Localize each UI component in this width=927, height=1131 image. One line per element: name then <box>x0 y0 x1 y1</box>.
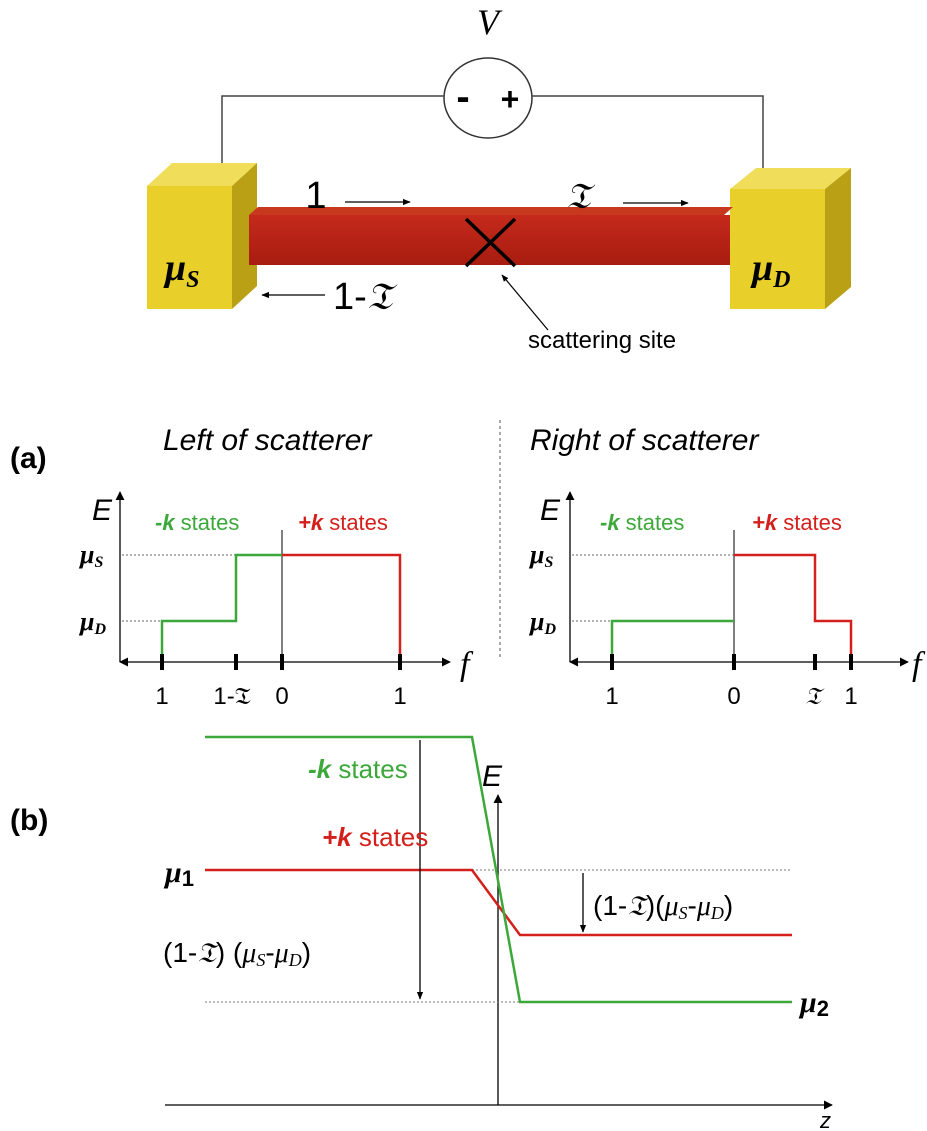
scattering-site-pointer <box>501 274 549 331</box>
left-plus-k-states-label: +k states <box>298 510 388 535</box>
right-tick-label-1-right: 1 <box>844 683 857 710</box>
device-diagram: V - + μS μD 1 𝔗 <box>147 2 851 354</box>
right-tick-label-1: 1 <box>605 683 618 710</box>
right-plus-k-occupation <box>734 553 853 662</box>
right-mu-s-label: μS <box>528 540 553 571</box>
b-minus-k-profile <box>205 735 792 1004</box>
left-mu-s-label: μS <box>78 540 103 571</box>
right-f-label: f <box>912 646 926 683</box>
left-tick-label-0: 0 <box>275 683 288 710</box>
left-plus-k-occupation <box>282 553 402 662</box>
panel-b-label: (b) <box>10 804 48 837</box>
left-mu-d-label: μD <box>78 607 106 638</box>
b-z-label: z <box>819 1108 831 1131</box>
left-plot-title: Left of scatterer <box>163 424 372 457</box>
wire-left <box>221 95 444 183</box>
voltage-source-icon <box>443 57 533 139</box>
b-minus-k-states-label: -k states <box>308 754 408 784</box>
b-mu2-label: μ2 <box>798 986 829 1021</box>
source-contact <box>147 163 257 309</box>
right-minus-k-occupation <box>610 619 734 662</box>
left-occupation-plot: Left of scatterer E f μS μD -k states +k… <box>78 424 474 710</box>
b-E-label: E <box>482 760 503 793</box>
left-minus-k-occupation <box>160 553 282 662</box>
panel-a-label: (a) <box>10 442 47 475</box>
right-plot-title: Right of scatterer <box>530 424 759 457</box>
b-minus-drop-label-visible: (1-𝔗) (μS-μD) <box>163 937 311 970</box>
left-tick-label-1: 1 <box>155 683 168 710</box>
drain-mu-label: μD <box>750 247 790 293</box>
left-tick-label-1-minus-T: 1-𝔗 <box>213 683 250 710</box>
source-mu-label: μS <box>163 247 200 293</box>
drain-contact <box>730 168 851 309</box>
right-minus-k-states-label: -k states <box>600 510 684 535</box>
left-tick-label-1-right: 1 <box>393 683 406 710</box>
left-minus-k-states-label: -k states <box>155 510 239 535</box>
right-occupation-plot: Right of scatterer E f μS μD -k states +… <box>528 424 926 710</box>
right-tick-label-T: 𝔗 <box>805 684 825 710</box>
minus-terminal: - <box>456 75 469 119</box>
b-plus-drop-label: (1-𝔗)(μS-μD) <box>593 890 733 923</box>
plus-terminal: + <box>501 81 520 117</box>
reflected-flux-label: 1-𝔗 <box>333 276 398 318</box>
voltage-label: V <box>477 2 503 42</box>
potential-profile-plot: (b) E z μ1 μ2 +k states -k states (1-𝔗)(… <box>10 735 833 1131</box>
right-plus-k-states-label: +k states <box>752 510 842 535</box>
right-E-label: E <box>540 494 561 527</box>
scatterer-cross-icon <box>464 217 517 268</box>
incident-flux-label: 1 <box>305 175 326 217</box>
wire-right <box>532 95 764 183</box>
right-tick-label-0: 0 <box>727 683 740 710</box>
left-f-label: f <box>460 646 474 683</box>
b-mu1-label: μ1 <box>163 856 194 891</box>
b-plus-k-profile <box>205 868 792 937</box>
right-mu-d-label: μD <box>528 607 556 638</box>
b-plus-k-states-label: +k states <box>322 822 428 852</box>
scattering-site-label: scattering site <box>528 327 676 354</box>
left-E-label: E <box>92 494 113 527</box>
